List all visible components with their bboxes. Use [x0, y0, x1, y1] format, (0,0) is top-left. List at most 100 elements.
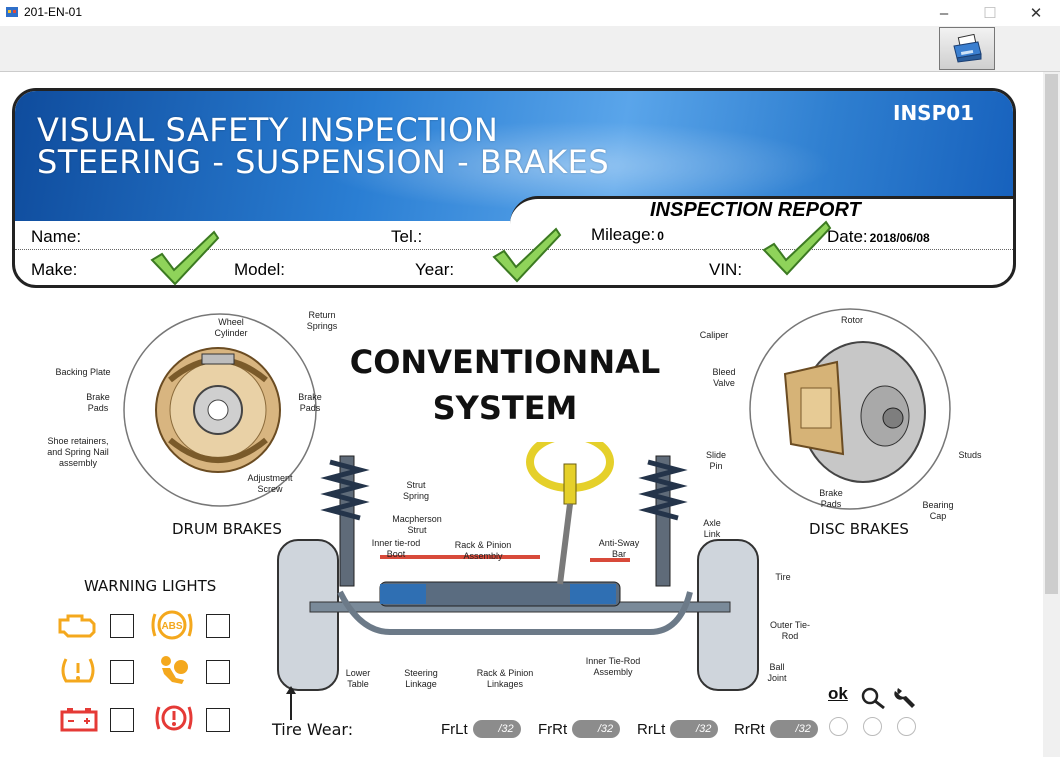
tire-gauge-rear-left[interactable]: RrLt/32 — [637, 720, 719, 738]
checkmark-icon — [492, 227, 562, 283]
year-label[interactable]: Year: — [415, 260, 455, 279]
close-button[interactable]: ✕ — [1029, 5, 1043, 22]
mileage-field[interactable]: Mileage:0 — [591, 225, 664, 245]
mileage-value: 0 — [657, 229, 664, 243]
check-engine-checkbox[interactable] — [110, 614, 134, 638]
status-ok-radio[interactable] — [829, 717, 848, 736]
disc-brakes-caption: DISC BRAKES — [809, 520, 909, 538]
wrench-icon — [894, 688, 915, 708]
label-slide-pin: Slide Pin — [705, 450, 726, 471]
tire-pressure-icon — [61, 658, 95, 683]
title-line-1: VISUAL SAFETY INSPECTION — [37, 111, 499, 149]
label-rack-pinion-linkages: Rack & Pinion Linkages — [476, 668, 534, 689]
label-bearing-cap: Bearing Cap — [922, 500, 954, 521]
brake-warning-icon — [155, 705, 193, 731]
maximize-button[interactable]: ☐ — [983, 5, 997, 22]
tel-label[interactable]: Tel.: — [391, 227, 423, 246]
model-label[interactable]: Model: — [234, 260, 286, 279]
scrollbar-thumb[interactable] — [1045, 74, 1058, 594]
abs-icon: ABS — [151, 610, 193, 640]
warning-lights-title: WARNING LIGHTS — [84, 577, 217, 595]
label-shoe-retainers: Shoe retainers, and Spring Nail assembly — [47, 436, 109, 468]
label-rotor: Rotor — [840, 315, 863, 325]
label-wheel-cylinder: Wheel Cylinder — [214, 317, 248, 338]
tire-gauge-label: RrRt — [734, 720, 765, 738]
label-disc-brake-pads: Brake Pads — [819, 488, 843, 509]
diagram-title: CONVENTIONNAL SYSTEM — [330, 339, 680, 431]
status-inspect-radio[interactable] — [863, 717, 882, 736]
label-adjustment-screw: Adjustment Screw — [247, 473, 293, 494]
label-studs: Studs — [958, 450, 982, 460]
label-inner-tie-rod-assembly: Inner Tie-Rod Assembly — [585, 656, 641, 677]
window-titlebar: 201-EN-01 – ☐ ✕ — [0, 0, 1060, 26]
magnifier-icon — [861, 687, 885, 710]
tire-pressure-checkbox[interactable] — [110, 660, 134, 684]
label-macpherson-strut: Macpherson Strut — [392, 514, 442, 535]
title-line-2: STEERING - SUSPENSION - BRAKES — [37, 143, 610, 181]
print-button[interactable] — [939, 27, 995, 70]
checkmark-icon — [762, 220, 832, 276]
label-axle-link: Axle Link — [703, 518, 721, 539]
label-inner-tie-rod-boot: Inner tie-rod Boot — [371, 538, 421, 559]
disc-brake-diagram — [749, 308, 951, 510]
toolbar — [0, 26, 1060, 72]
label-outer-tie-rod: Outer Tie-Rod — [769, 620, 810, 641]
label-steering-linkage: Steering Linkage — [404, 668, 438, 689]
date-label: Date: — [827, 227, 868, 246]
make-label[interactable]: Make: — [31, 260, 78, 279]
airbag-icon — [161, 656, 188, 684]
tire-wear-label: Tire Wear: — [272, 720, 354, 739]
field-divider — [15, 249, 1013, 250]
mileage-label: Mileage: — [591, 225, 656, 244]
brake-warning-checkbox[interactable] — [206, 708, 230, 732]
tire-gauge-label: FrLt — [441, 720, 468, 738]
tire-gauge-label: RrLt — [637, 720, 666, 738]
label-lower-table: Lower Table — [345, 668, 371, 689]
vin-label[interactable]: VIN: — [709, 260, 743, 279]
diagram-title-line-2: SYSTEM — [432, 389, 578, 427]
diagram-title-line-1: CONVENTIONNAL — [349, 343, 661, 381]
tire-gauge-value[interactable]: /32 — [769, 720, 818, 738]
checkmark-icon — [150, 230, 220, 286]
status-repair-radio[interactable] — [897, 717, 916, 736]
label-tire: Tire — [775, 572, 791, 582]
battery-icon — [60, 708, 98, 732]
tire-gauge-value[interactable]: /32 — [472, 720, 521, 738]
tire-gauge-front-left[interactable]: FrLt/32 — [441, 720, 521, 738]
tire-gauge-front-right[interactable]: FrRt/32 — [538, 720, 621, 738]
label-return-springs: Return Springs — [306, 310, 338, 331]
tire-gauge-label: FrRt — [538, 720, 568, 738]
header-card: VISUAL SAFETY INSPECTION STEERING - SUSP… — [12, 88, 1016, 288]
date-field[interactable]: Date:2018/06/08 — [827, 227, 930, 247]
label-anti-sway-bar: Anti-Sway Bar — [598, 538, 640, 559]
check-engine-icon — [58, 614, 96, 638]
airbag-checkbox[interactable] — [206, 660, 230, 684]
steering-suspension-diagram — [277, 442, 759, 691]
tire-gauge-rear-right[interactable]: RrRt/32 — [734, 720, 818, 738]
label-caliper: Caliper — [699, 330, 729, 340]
label-bleed-valve: Bleed Valve — [712, 367, 736, 388]
label-brake-pads-right: Brake Pads — [298, 392, 322, 413]
label-rack-pinion-assembly: Rack & Pinion Assembly — [454, 540, 512, 561]
window-title: 201-EN-01 — [24, 5, 83, 19]
label-ball-joint: Ball Joint — [767, 662, 787, 683]
abs-checkbox[interactable] — [206, 614, 230, 638]
printer-icon — [953, 33, 982, 63]
label-strut-spring: Strut Spring — [402, 480, 429, 501]
tire-gauge-value[interactable]: /32 — [572, 720, 621, 738]
ok-icon: ok — [828, 684, 848, 703]
drum-brake-diagram — [123, 313, 317, 507]
inspection-code: INSP01 — [893, 101, 975, 125]
app-icon — [6, 7, 18, 17]
drum-brakes-caption: DRUM BRAKES — [172, 520, 282, 538]
label-brake-pads-left: Brake Pads — [86, 392, 110, 413]
inspection-form: VISUAL SAFETY INSPECTION STEERING - SUSP… — [0, 72, 1043, 757]
minimize-button[interactable]: – — [939, 4, 949, 22]
date-value: 2018/06/08 — [869, 231, 930, 245]
name-label[interactable]: Name: — [31, 227, 82, 246]
battery-checkbox[interactable] — [110, 708, 134, 732]
report-label: INSPECTION REPORT — [650, 199, 861, 221]
arrow-up-icon — [286, 686, 296, 720]
report-tab — [510, 196, 1013, 236]
tire-gauge-value[interactable]: /32 — [670, 720, 719, 738]
